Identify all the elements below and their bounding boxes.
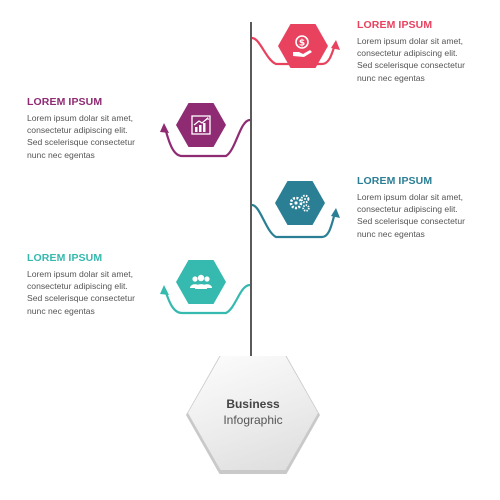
step-2-title: LOREM IPSUM: [27, 96, 103, 108]
center-title: Business: [226, 397, 280, 411]
arrowhead-step-2: [160, 123, 169, 133]
step-2-line-1: Lorem ipsum dolar sit amet,: [27, 113, 134, 123]
step-1-description: Lorem ipsum dolar sit amet, consectetur …: [357, 35, 497, 84]
arrowhead-step-4: [160, 285, 169, 295]
step-1-line-4: nunc nec egentas: [357, 72, 425, 83]
step-3-line-2: consectetur adipiscing elit.: [357, 204, 458, 215]
step-3-hexagon: [275, 181, 325, 225]
step-3-line-3: Sed scelerisque consectetur: [357, 216, 465, 227]
step-3-line-4: nunc nec egentas: [357, 228, 425, 239]
connector-step-3: [251, 203, 337, 239]
center-subtitle: Infographic: [223, 413, 283, 427]
svg-text:$: $: [299, 39, 305, 49]
step-2-line-3: Sed scelerisque consectetur: [27, 137, 135, 148]
money-hand-icon: $: [293, 35, 312, 57]
step-4-hexagon: [176, 260, 226, 304]
step-1-line-2: consectetur adipiscing elit.: [357, 48, 458, 59]
step-4-description: Lorem ipsum dolar sit amet, consectetur …: [27, 268, 167, 317]
step-3-title: LOREM IPSUM: [357, 175, 433, 187]
step-1-line-3: Sed scelerisque consectetur: [357, 60, 465, 71]
step-2-line-2: consectetur adipiscing elit.: [27, 125, 128, 136]
arrowhead-step-3: [331, 208, 340, 218]
step-4-line-4: nunc nec egentas: [27, 305, 95, 316]
step-2-line-4: nunc nec egentas: [27, 149, 95, 160]
step-2-text: LOREM IPSUM Lorem ipsum dolar sit amet, …: [27, 96, 167, 161]
step-4-line-3: Sed scelerisque consectetur: [27, 293, 135, 304]
step-1-line-1: Lorem ipsum dolar sit amet,: [357, 36, 464, 46]
growth-chart-icon: [191, 115, 211, 135]
connector-step-2: [163, 118, 251, 158]
step-1-title: LOREM IPSUM: [357, 19, 433, 31]
arrowhead-step-1: [331, 40, 340, 50]
gears-icon: [289, 194, 310, 212]
team-icon: [190, 274, 212, 289]
step-1-text: LOREM IPSUM Lorem ipsum dolar sit amet, …: [357, 19, 497, 84]
step-4-text: LOREM IPSUM Lorem ipsum dolar sit amet, …: [27, 252, 167, 317]
step-3-line-1: Lorem ipsum dolar sit amet,: [357, 192, 464, 202]
step-4-line-1: Lorem ipsum dolar sit amet,: [27, 269, 134, 279]
connector-step-4: [163, 283, 251, 315]
step-4-line-2: consectetur adipiscing elit.: [27, 281, 128, 292]
step-4-title: LOREM IPSUM: [27, 252, 103, 264]
step-3-description: Lorem ipsum dolar sit amet, consectetur …: [357, 191, 497, 240]
step-2-description: Lorem ipsum dolar sit amet, consectetur …: [27, 112, 167, 161]
step-3-text: LOREM IPSUM Lorem ipsum dolar sit amet, …: [357, 175, 497, 240]
timeline-line: [250, 22, 252, 360]
step-1-hexagon: $: [278, 24, 328, 68]
